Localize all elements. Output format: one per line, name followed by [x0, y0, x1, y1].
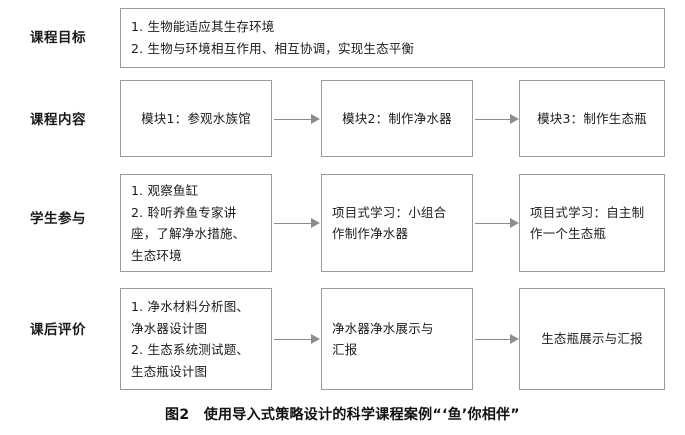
cell-participation-module-3: 项目式学习：自主制 作一个生态瓶 — [519, 174, 665, 272]
cell-course-goal-content: 1. 生物能适应其生存环境 2. 生物与环境相互作用、相互协调，实现生态平衡 — [120, 8, 665, 68]
arrow-participation-1-to-2 — [274, 218, 320, 228]
cell-content-module-3: 模块3：制作生态瓶 — [519, 80, 665, 157]
arrow-evaluation-2-to-3 — [475, 334, 519, 344]
cell-text: 项目式学习：自主制 作一个生态瓶 — [530, 204, 645, 242]
figure-caption: 图2 使用导入式策略设计的科学课程案例“‘鱼’你相伴” — [165, 407, 520, 423]
cell-content-module-2: 模块2：制作净水器 — [321, 80, 473, 157]
cell-text: 项目式学习：小组合 作制作净水器 — [332, 204, 447, 242]
arrow-participation-2-to-3 — [475, 218, 519, 228]
cell-text: 净水器净水展示与 汇报 — [332, 320, 434, 358]
cell-evaluation-module-2: 净水器净水展示与 汇报 — [321, 288, 473, 390]
row-label-post-class-evaluation: 课后评价 — [30, 322, 86, 338]
cell-text: 1. 生物能适应其生存环境 2. 生物与环境相互作用、相互协调，实现生态平衡 — [131, 18, 415, 57]
cell-participation-module-2: 项目式学习：小组合 作制作净水器 — [321, 174, 473, 272]
row-label-student-participation: 学生参与 — [30, 211, 86, 227]
cell-evaluation-module-1: 1. 净水材料分析图、 净水器设计图 2. 生态系统测试题、 生态瓶设计图 — [120, 288, 272, 390]
cell-evaluation-module-3: 生态瓶展示与汇报 — [519, 288, 665, 390]
row-label-course-goal: 课程目标 — [30, 30, 86, 46]
row-label-course-content: 课程内容 — [30, 112, 86, 128]
cell-text: 1. 观察鱼缸 2. 聆听养鱼专家讲 座，了解净水措施、 生态环境 — [131, 183, 246, 263]
arrow-evaluation-1-to-2 — [274, 334, 320, 344]
cell-participation-module-1: 1. 观察鱼缸 2. 聆听养鱼专家讲 座，了解净水措施、 生态环境 — [120, 174, 272, 272]
cell-content-module-1: 模块1：参观水族馆 — [120, 80, 272, 157]
cell-text: 模块2：制作净水器 — [342, 110, 452, 126]
arrow-content-2-to-3 — [475, 114, 519, 124]
cell-text: 1. 净水材料分析图、 净水器设计图 2. 生态系统测试题、 生态瓶设计图 — [131, 299, 250, 379]
cell-text: 模块1：参观水族馆 — [141, 110, 251, 126]
cell-text: 生态瓶展示与汇报 — [541, 331, 643, 347]
arrow-content-1-to-2 — [274, 114, 320, 124]
cell-text: 模块3：制作生态瓶 — [537, 110, 647, 126]
